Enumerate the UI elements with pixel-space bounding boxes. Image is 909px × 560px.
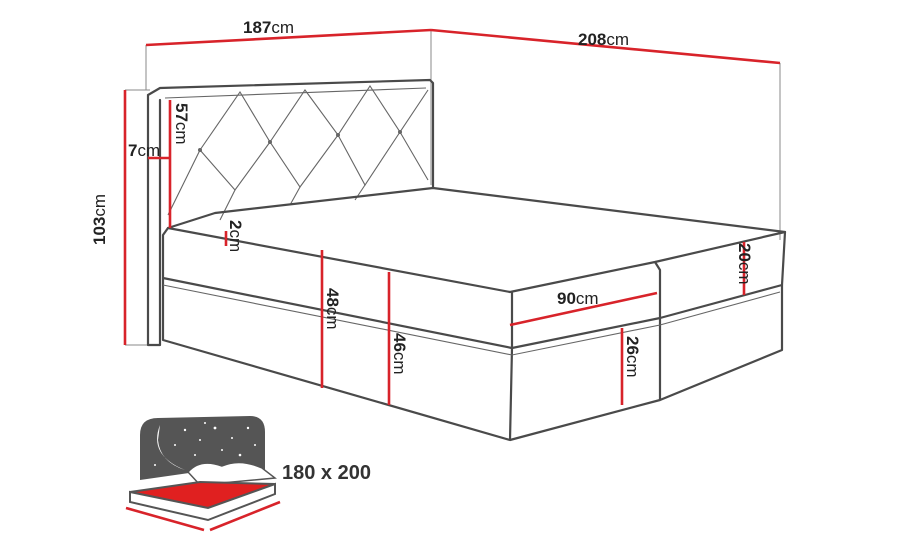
dim-line-length — [430, 28, 781, 65]
label-mattress-height: 20cm — [735, 243, 754, 285]
dim-line-mattress-width — [509, 291, 658, 327]
box-base — [161, 276, 784, 442]
dimension-lines — [123, 28, 781, 405]
label-bed-height: 48cm — [323, 288, 342, 330]
label-width: 187cm — [243, 18, 294, 37]
stars — [154, 422, 256, 466]
label-length: 208cm — [578, 30, 629, 49]
dimension-labels: 187cm 208cm 103cm 57cm 7cm 2cm 48cm 46cm… — [90, 18, 754, 378]
sleeping-area-label: 180 x 200 — [282, 462, 371, 484]
label-topper: 2cm — [226, 220, 245, 252]
tufting-buttons — [198, 130, 402, 152]
pillows — [186, 461, 277, 486]
extension-lines — [125, 30, 781, 346]
label-box-height: 46cm — [390, 333, 409, 375]
sleeping-area-icon: 180 x 200 — [125, 416, 371, 532]
label-base-height: 26cm — [623, 336, 642, 378]
mattress-top — [166, 186, 787, 294]
label-total-height: 103cm — [90, 194, 109, 245]
bed-drawing — [146, 78, 787, 442]
label-headboard-height: 57cm — [172, 103, 191, 145]
headboard-outline — [146, 78, 435, 347]
label-headboard-depth: 7cm — [128, 141, 160, 160]
dim-line-width — [145, 28, 432, 47]
mattress-icon-side — [129, 482, 276, 522]
headboard-tufting — [167, 84, 429, 221]
label-mattress-width: 90cm — [557, 289, 599, 308]
